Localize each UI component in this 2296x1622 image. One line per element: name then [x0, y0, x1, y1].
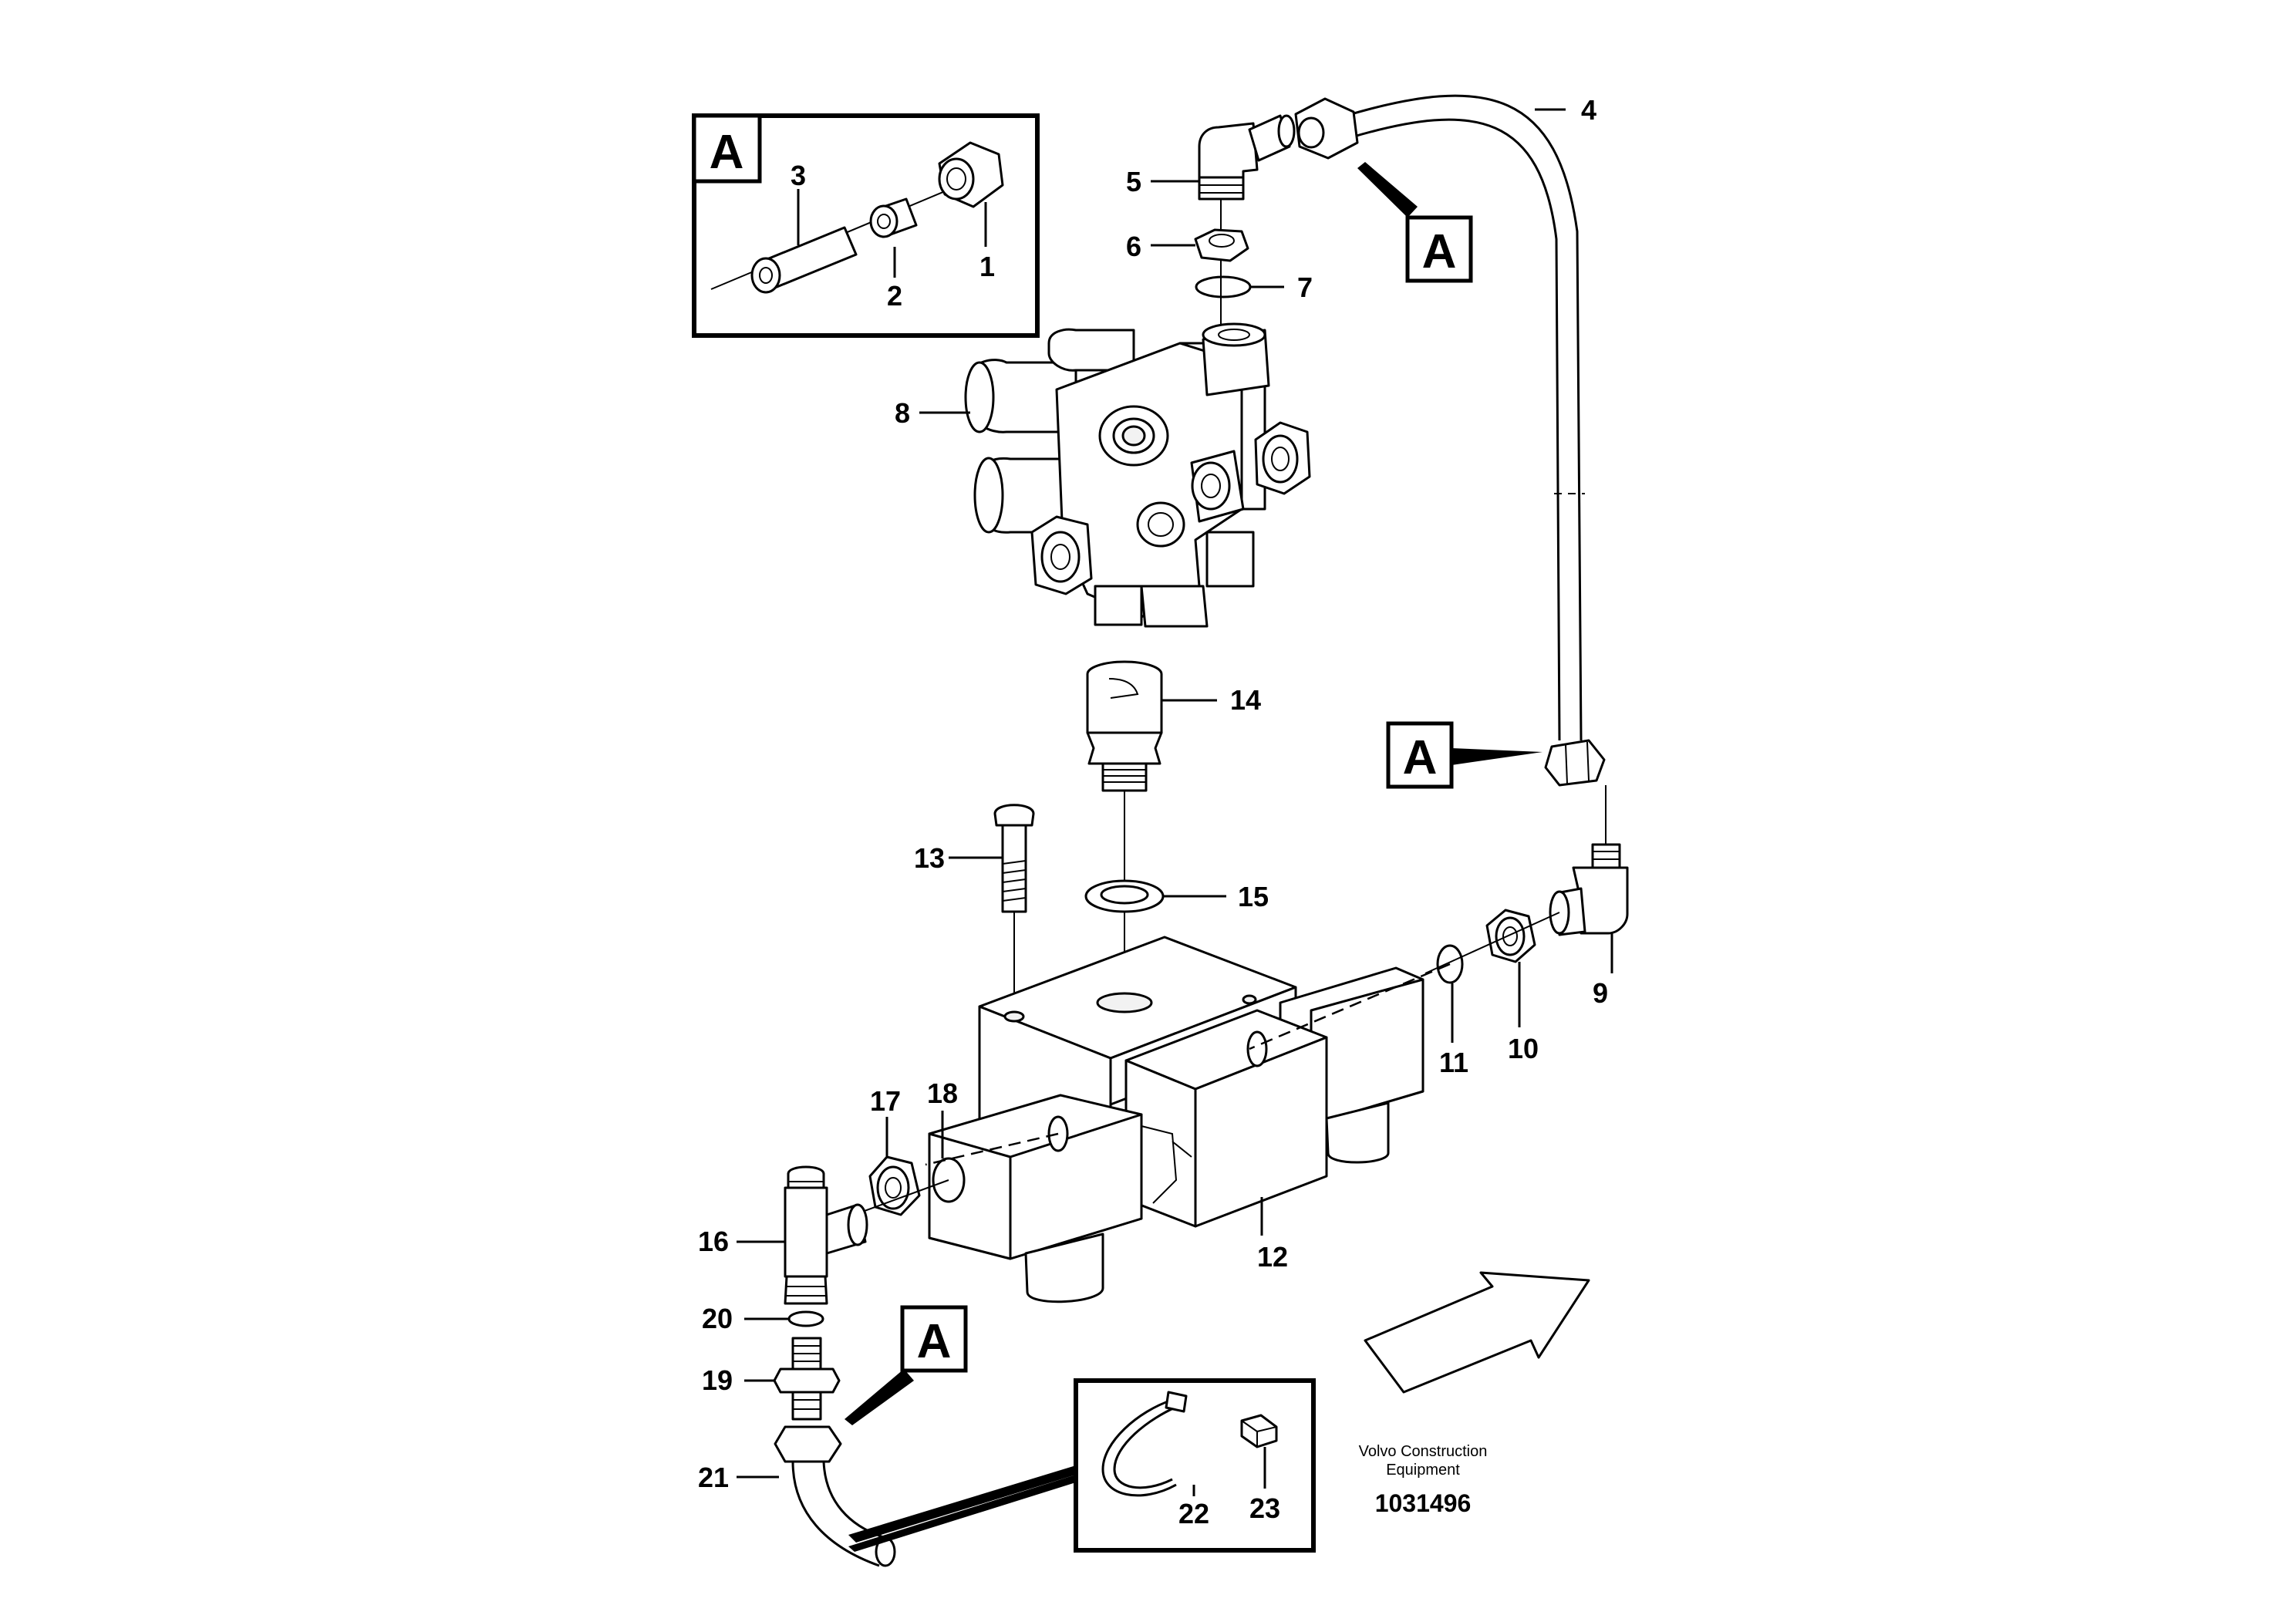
callout-17: 17 — [870, 1085, 901, 1117]
adapter-part-19 — [773, 1337, 841, 1421]
callout-7: 7 — [1297, 271, 1313, 303]
callout-1: 1 — [979, 251, 995, 282]
solenoid-valve-part-12 — [928, 936, 1424, 1303]
nut-part-6 — [1194, 228, 1249, 262]
o-ring-part-20 — [787, 1310, 824, 1327]
direction-arrow-icon — [1364, 1271, 1590, 1394]
callout-12: 12 — [1257, 1241, 1288, 1273]
tee-fitting-part-16 — [784, 1165, 868, 1305]
svg-text:A: A — [1403, 731, 1438, 784]
callout-9: 9 — [1593, 977, 1608, 1009]
callout-11: 11 — [1439, 1047, 1468, 1078]
cable-tie-part-22 — [1101, 1391, 1188, 1497]
detail-inset-accessories: 22 23 — [848, 1378, 1316, 1553]
pressure-valve-part-8 — [964, 322, 1311, 628]
o-ring-part-11 — [1436, 944, 1464, 984]
ref-box-a-top: A — [1357, 162, 1473, 283]
callout-16: 16 — [698, 1226, 729, 1257]
callout-13: 13 — [914, 842, 945, 874]
callout-5: 5 — [1126, 166, 1141, 197]
callout-3: 3 — [791, 160, 806, 191]
callout-2: 2 — [887, 280, 902, 312]
callout-15: 15 — [1238, 881, 1269, 912]
brand-line-2: Equipment — [1386, 1462, 1460, 1479]
callout-14: 14 — [1230, 684, 1261, 716]
ref-box-a-right: A — [1386, 721, 1542, 789]
clip-part-23 — [1240, 1414, 1278, 1448]
svg-text:A: A — [1422, 225, 1457, 278]
brand-line-1: Volvo Construction — [1359, 1443, 1488, 1460]
callout-4: 4 — [1581, 94, 1596, 126]
inset-a-label: A — [710, 126, 744, 179]
washer-part-15 — [1084, 879, 1165, 913]
bolt-part-13 — [993, 804, 1035, 913]
callout-10: 10 — [1508, 1033, 1539, 1064]
callout-20: 20 — [702, 1303, 733, 1334]
callout-18: 18 — [927, 1077, 958, 1109]
nut-part-1 — [938, 141, 1004, 208]
elbow-fitting-part-5 — [1198, 114, 1296, 201]
tube-insert-part-3 — [750, 226, 858, 294]
callout-22: 22 — [1178, 1498, 1209, 1529]
hose-part-4 — [1294, 94, 1606, 787]
callout-8: 8 — [895, 397, 910, 429]
lock-nut-part-10 — [1485, 909, 1536, 963]
callout-19: 19 — [702, 1364, 733, 1396]
detail-inset-a: A 3 2 1 — [692, 113, 1040, 338]
callout-6: 6 — [1126, 231, 1141, 262]
ring-part-2 — [869, 197, 918, 238]
svg-text:A: A — [917, 1315, 952, 1368]
callout-23: 23 — [1249, 1492, 1280, 1524]
hose-part-21 — [774, 1425, 896, 1567]
title-block: Volvo Construction Equipment 1031496 — [1359, 1443, 1488, 1517]
ref-box-a-bottom: A — [845, 1305, 968, 1425]
o-ring-part-18 — [932, 1157, 966, 1203]
drawing-number: 1031496 — [1375, 1489, 1472, 1517]
elbow-fitting-part-9 — [1549, 843, 1629, 936]
pressure-switch-part-14 — [1086, 660, 1163, 792]
o-ring-part-7 — [1195, 275, 1252, 298]
callout-21: 21 — [698, 1462, 729, 1493]
lock-nut-part-17 — [868, 1155, 921, 1216]
